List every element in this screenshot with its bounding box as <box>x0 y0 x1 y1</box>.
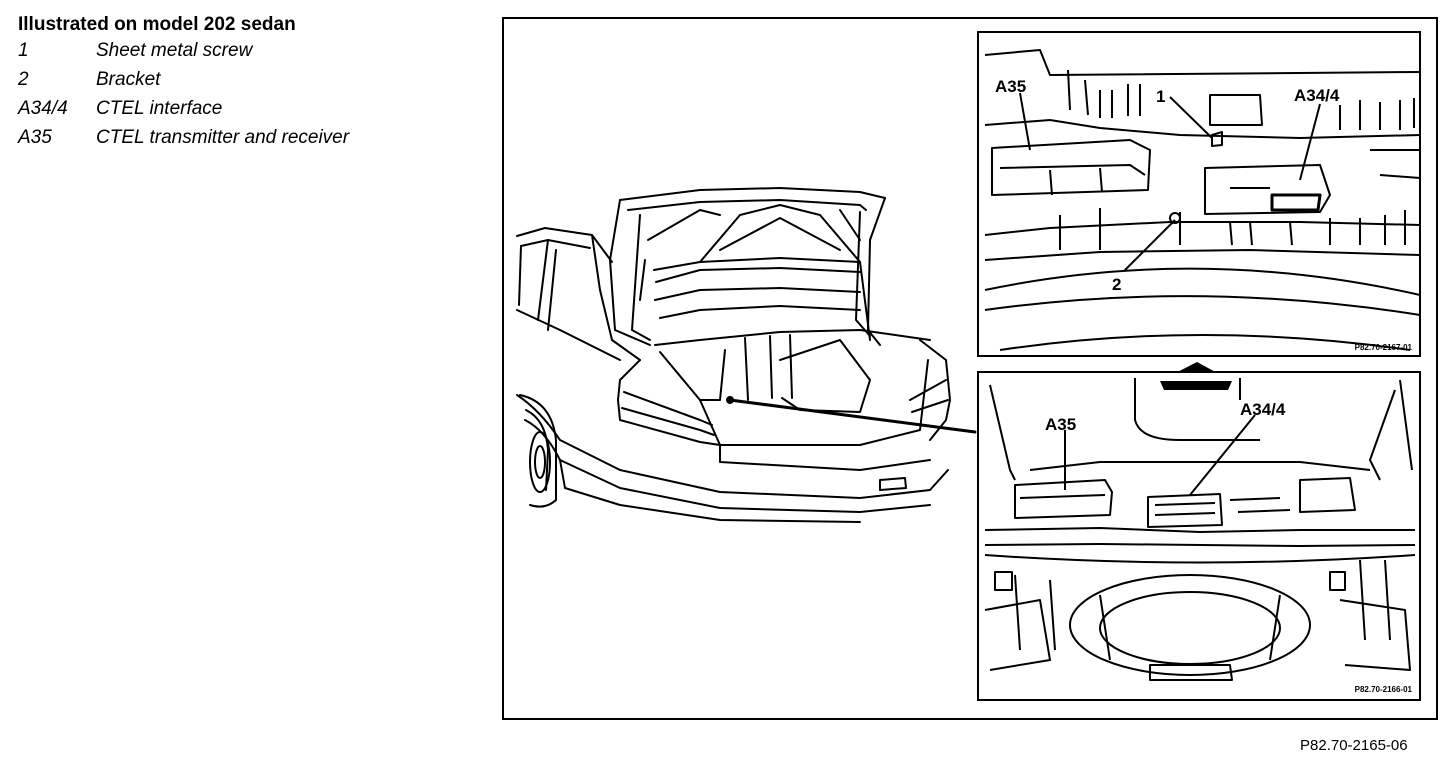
legend-item: A35 CTEL transmitter and receiver <box>18 127 349 156</box>
top-inset: A35 1 A34/4 2 P82.70-2167-01 <box>977 31 1421 357</box>
callout-bottom-a344: A34/4 <box>1240 400 1286 419</box>
callout-top-a35: A35 <box>995 77 1026 96</box>
legend-code: A35 <box>18 127 52 148</box>
legend-item: 2 Bracket <box>18 69 349 98</box>
legend-label: Sheet metal screw <box>96 40 253 61</box>
legend-item: A34/4 CTEL interface <box>18 98 349 127</box>
callout-top-2: 2 <box>1112 275 1121 294</box>
bottom-inset-code: P82.70-2166-01 <box>1355 685 1413 694</box>
legend-code: 2 <box>18 69 29 90</box>
callout-top-1: 1 <box>1156 87 1165 106</box>
top-inset-code: P82.70-2167-01 <box>1355 343 1413 352</box>
legend: Illustrated on model 202 sedan 1 Sheet m… <box>18 14 349 156</box>
bottom-inset-frame <box>977 371 1421 701</box>
legend-title: Illustrated on model 202 sedan <box>18 14 296 35</box>
legend-label: Bracket <box>96 69 161 90</box>
figure-frame <box>502 17 1438 720</box>
bottom-inset: A35 A34/4 P82.70-2166-01 <box>977 371 1421 701</box>
car-illustration <box>516 187 977 523</box>
legend-label: CTEL transmitter and receiver <box>96 127 350 148</box>
callout-top-a344: A34/4 <box>1294 86 1340 105</box>
legend-label: CTEL interface <box>96 98 223 119</box>
legend-code: 1 <box>18 40 29 61</box>
legend-code: A34/4 <box>18 98 68 119</box>
figure-code: P82.70-2165-06 <box>1300 737 1408 754</box>
legend-item: 1 Sheet metal screw <box>18 40 349 69</box>
callout-bottom-a35: A35 <box>1045 415 1076 434</box>
